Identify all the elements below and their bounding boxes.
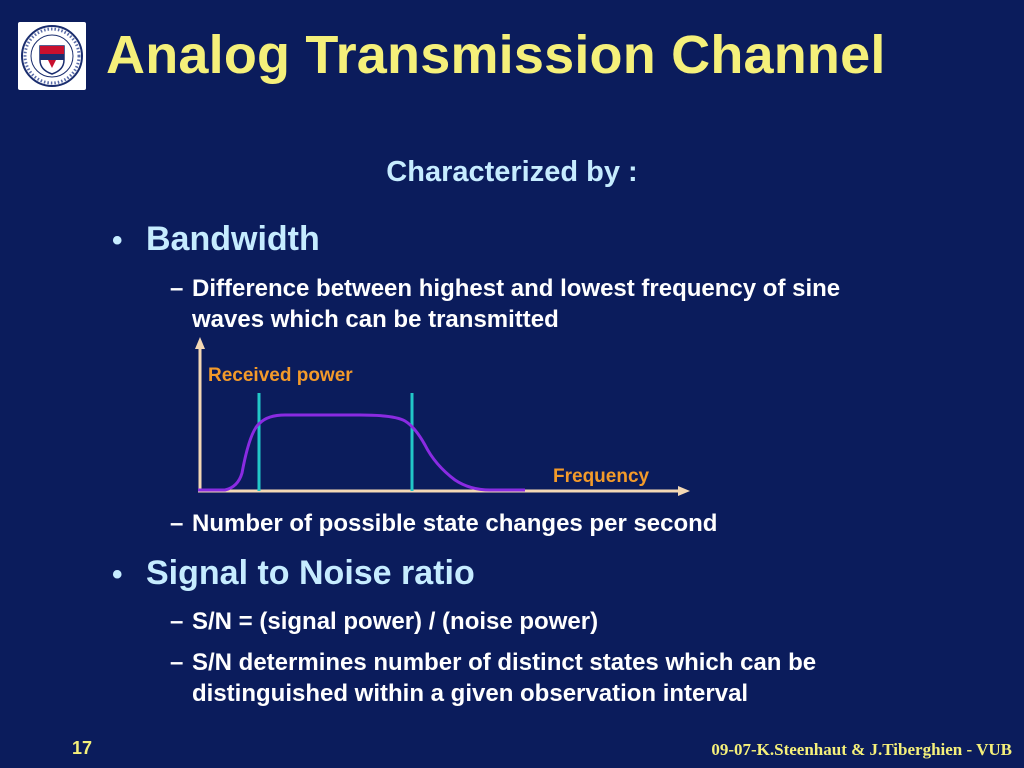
x-axis-label: Frequency [553, 466, 650, 487]
subitem-bandwidth-definition: – Difference between highest and lowest … [170, 273, 912, 335]
subitem-text: Number of possible state changes per sec… [192, 510, 718, 537]
y-axis-arrow-icon [195, 337, 205, 349]
slide-title: Analog Transmission Channel [106, 25, 886, 85]
subitem-text: S/N determines number of distinct states… [192, 649, 817, 707]
bullet-bandwidth: • Bandwidth [112, 220, 320, 259]
y-axis-label: Received power [208, 365, 353, 386]
dash-glyph: – [170, 275, 184, 302]
subitem-text: Difference between highest and lowest fr… [192, 275, 841, 333]
dash-glyph: – [170, 608, 184, 635]
subitem-text: S/N = (signal power) / (noise power) [192, 608, 599, 635]
subitem-sn-formula: – S/N = (signal power) / (noise power) [170, 606, 912, 637]
subitem-state-changes: – Number of possible state changes per s… [170, 508, 912, 539]
dash-glyph: – [170, 510, 184, 537]
university-seal-logo [18, 22, 86, 90]
received-power-curve [198, 413, 525, 492]
bullet-glyph: • [112, 224, 123, 257]
page-number: 17 [72, 738, 93, 758]
slide-subtitle: Characterized by : [386, 156, 638, 188]
dash-glyph: – [170, 649, 184, 676]
bullet-glyph: • [112, 558, 123, 591]
x-axis-arrow-icon [678, 486, 690, 496]
bandwidth-power-figure: Received power Frequency [195, 337, 690, 496]
bullet-signal-to-noise-label: Signal to Noise ratio [146, 554, 475, 592]
footer-credit: 09-07-K.Steenhaut & J.Tiberghien - VUB [711, 740, 1012, 759]
subitem-sn-states: – S/N determines number of distinct stat… [170, 647, 912, 709]
bullet-signal-to-noise: • Signal to Noise ratio [112, 554, 475, 593]
bullet-bandwidth-label: Bandwidth [146, 220, 320, 258]
